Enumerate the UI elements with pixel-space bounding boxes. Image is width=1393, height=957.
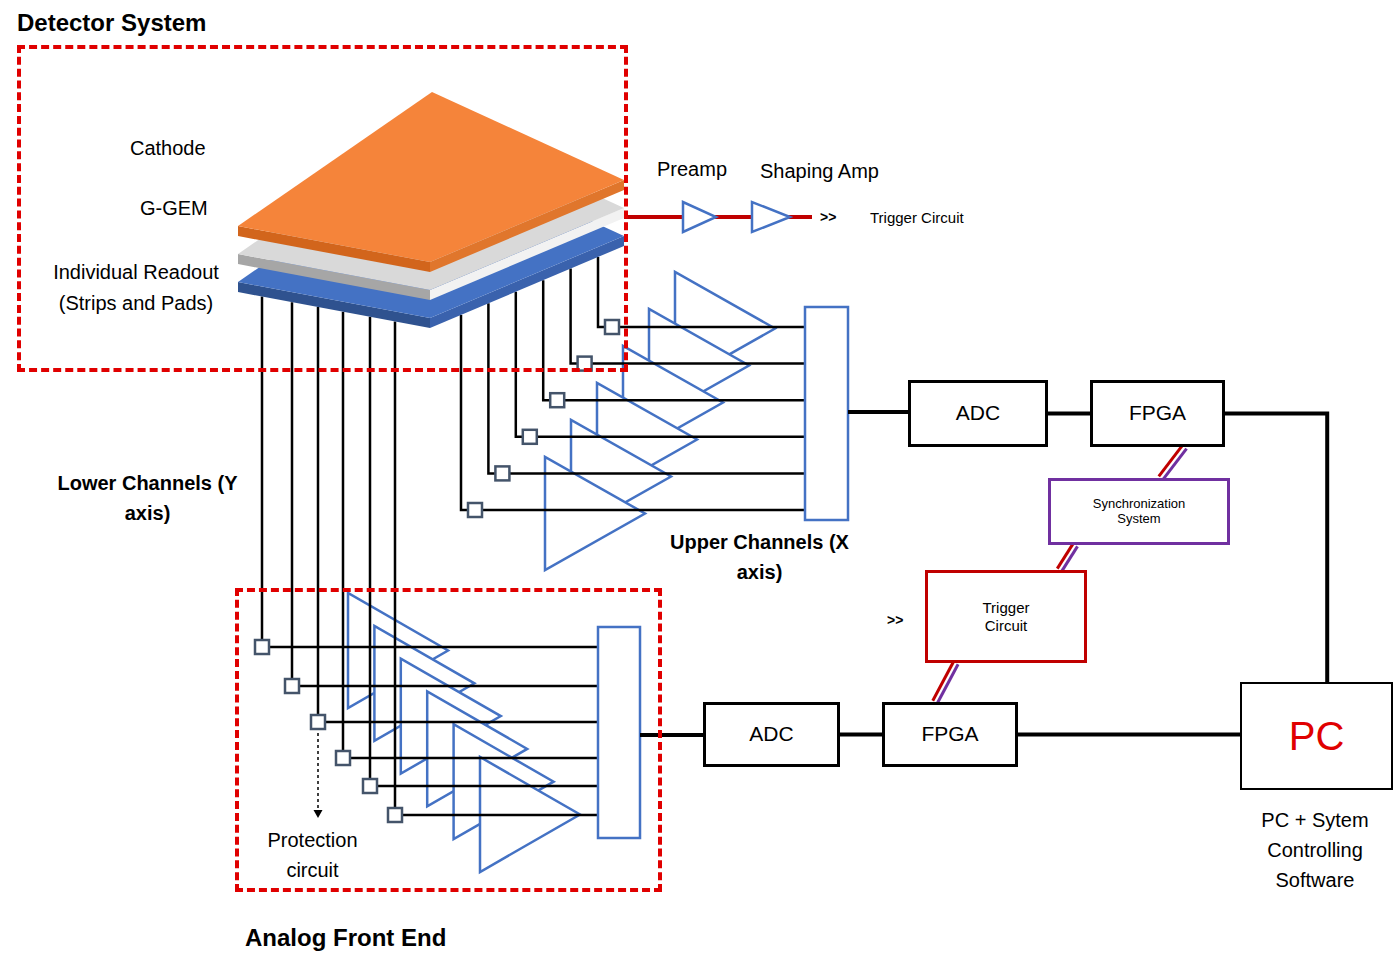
protection-square bbox=[495, 466, 509, 480]
channel-wire bbox=[619, 326, 805, 329]
link-line bbox=[1018, 733, 1240, 737]
data-link bbox=[840, 734, 882, 735]
channel-wire bbox=[571, 269, 578, 364]
data-link bbox=[1225, 414, 1327, 683]
cathode-slab bbox=[238, 92, 624, 272]
channel-wire bbox=[516, 292, 523, 437]
protection-square bbox=[550, 393, 564, 407]
sync-trigger-link bbox=[1057, 544, 1077, 572]
protection-square bbox=[311, 715, 325, 729]
pc-box: PCPC + Sytem Controlling Software bbox=[1240, 682, 1393, 790]
axis-label: Upper Channels (X axis) bbox=[652, 527, 867, 587]
box-label: FPGA bbox=[921, 722, 978, 746]
channel-wire bbox=[488, 303, 495, 473]
bus-wire bbox=[640, 733, 703, 737]
channel-wire bbox=[394, 321, 397, 808]
channel-wire bbox=[509, 472, 805, 475]
layer-label: G-GEM bbox=[140, 197, 208, 220]
sync-trigger-link bbox=[933, 662, 958, 703]
adc-box: ADC bbox=[908, 380, 1048, 447]
layer-label: Individual Readout (Strips and Pads) bbox=[25, 257, 247, 319]
link-line bbox=[1163, 449, 1187, 480]
data-link bbox=[1018, 734, 1240, 735]
shaping-amp-symbol bbox=[752, 202, 790, 232]
protection-square bbox=[523, 430, 537, 444]
detector-region: Detector System bbox=[17, 45, 628, 372]
channel-wire bbox=[461, 315, 468, 510]
channel-wire bbox=[564, 399, 805, 402]
leader-arrow bbox=[314, 810, 323, 818]
channel-wire bbox=[482, 509, 805, 512]
pc-caption: PC + Sytem Controlling Software bbox=[1240, 805, 1390, 895]
link-line bbox=[937, 664, 958, 703]
box-label: Synchronization System bbox=[1084, 497, 1194, 527]
box-label: Trigger Circuit bbox=[961, 599, 1051, 634]
channel-wire bbox=[402, 814, 598, 817]
channel-wire bbox=[350, 757, 598, 760]
protection-square bbox=[388, 808, 402, 822]
leader-line bbox=[317, 733, 319, 812]
axis-label: Lower Channels (Y axis) bbox=[40, 468, 255, 528]
layer-label: Cathode bbox=[130, 137, 206, 160]
region-title: Detector System bbox=[17, 9, 206, 37]
protection-square bbox=[285, 679, 299, 693]
link-line bbox=[1225, 414, 1327, 683]
continuation-mark: >> bbox=[887, 612, 903, 628]
protection-square bbox=[605, 320, 619, 334]
protection-square bbox=[468, 503, 482, 517]
link-line bbox=[1062, 546, 1078, 571]
channel-wire bbox=[369, 317, 372, 779]
channel-wire bbox=[291, 302, 294, 679]
continuation-mark: >> bbox=[820, 209, 836, 225]
preamp-symbol bbox=[683, 202, 716, 232]
cathode-slab-top bbox=[238, 92, 624, 262]
protection-square bbox=[363, 779, 377, 793]
sync-box: Synchronization System bbox=[1048, 478, 1230, 545]
channel-wire bbox=[342, 312, 345, 751]
channel-wire bbox=[592, 362, 805, 365]
callout-label: Protection circuit bbox=[240, 825, 385, 885]
link-line bbox=[1048, 412, 1090, 416]
amp-label: Shaping Amp bbox=[760, 160, 879, 183]
signal-label: Trigger Circuit bbox=[870, 209, 964, 226]
adc-box: ADC bbox=[703, 702, 840, 767]
fpga-box: FPGA bbox=[882, 702, 1018, 767]
fpga-box: FPGA bbox=[1090, 380, 1225, 447]
link-line bbox=[840, 733, 882, 737]
sync-trigger-link bbox=[1159, 445, 1187, 479]
protection-circuits bbox=[255, 320, 619, 822]
channel-wire bbox=[598, 257, 605, 327]
box-label: ADC bbox=[956, 401, 1000, 425]
channel-wire bbox=[325, 721, 598, 724]
mux-bar bbox=[805, 307, 848, 520]
data-link bbox=[1048, 413, 1090, 414]
mux-bar bbox=[598, 627, 640, 838]
protection-square bbox=[336, 751, 350, 765]
protection-square bbox=[255, 640, 269, 654]
amplifier-symbols bbox=[348, 272, 775, 872]
trigger-box: Trigger Circuit bbox=[925, 570, 1087, 663]
region-title: Analog Front End bbox=[245, 924, 446, 952]
box-label: FPGA bbox=[1129, 401, 1186, 425]
box-label: PC bbox=[1289, 713, 1345, 759]
box-label: ADC bbox=[749, 722, 793, 746]
amp-label: Preamp bbox=[657, 158, 727, 181]
channel-wire bbox=[537, 436, 805, 439]
channel-wire bbox=[543, 280, 550, 400]
channel-wire bbox=[377, 785, 598, 788]
bus-wire bbox=[848, 410, 908, 414]
